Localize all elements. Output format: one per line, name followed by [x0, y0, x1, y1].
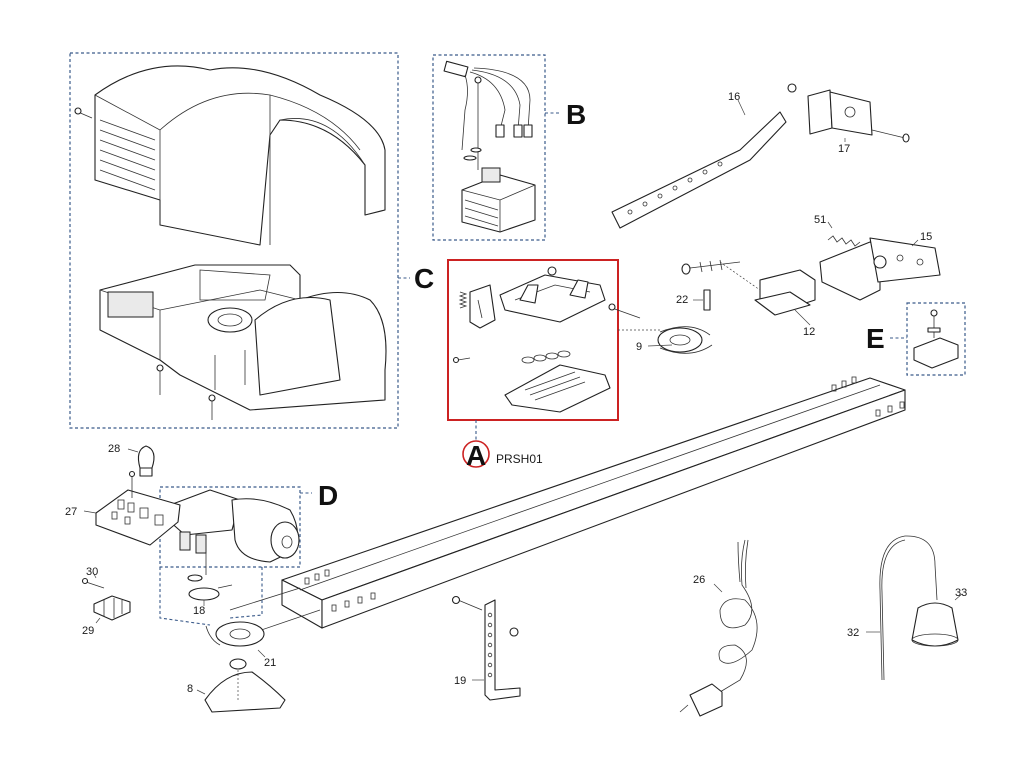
label-26: 26 — [693, 574, 705, 586]
header-bracket-assembly: 51 15 — [814, 214, 941, 301]
group-a-carriage: A PRSH01 — [447, 259, 660, 471]
label-51: 51 — [814, 214, 826, 226]
group-c-box — [69, 52, 399, 429]
label-12: 12 — [803, 326, 815, 338]
group-e-box — [906, 302, 966, 376]
pulley-assembly: 9 22 12 — [636, 259, 816, 354]
callout-a: A — [466, 440, 486, 471]
drive-sprocket: 21 8 — [187, 621, 286, 713]
label-30: 30 — [86, 566, 98, 578]
label-28: 28 — [108, 443, 120, 455]
label-8: 8 — [187, 683, 193, 695]
group-e-clamp: E — [866, 302, 966, 376]
label-22: 22 — [676, 294, 688, 306]
label-19: 19 — [454, 675, 466, 687]
kit-code: PRSH01 — [496, 452, 543, 466]
hanging-bracket: 19 — [451, 595, 521, 701]
label-21: 21 — [264, 657, 276, 669]
group-d-motor: D 18 — [159, 480, 338, 626]
group-b-box — [432, 54, 546, 241]
label-33: 33 — [955, 587, 967, 599]
emergency-release: 33 32 — [847, 535, 967, 681]
control-board: 27 28 30 29 — [65, 443, 181, 637]
label-32: 32 — [847, 627, 859, 639]
callout-c: C — [414, 263, 434, 294]
label-29: 29 — [82, 625, 94, 637]
label-17: 17 — [838, 143, 850, 155]
callout-d: D — [318, 480, 338, 511]
label-9: 9 — [636, 341, 642, 353]
label-16: 16 — [728, 91, 740, 103]
highlight-box — [447, 259, 619, 421]
rail — [229, 376, 906, 641]
group-b-transformer: B — [432, 54, 586, 241]
group-c-housing: C — [69, 52, 434, 429]
label-15: 15 — [920, 231, 932, 243]
door-arm-assembly: 16 17 — [611, 83, 910, 229]
label-27: 27 — [65, 506, 77, 518]
power-cord: 26 — [679, 539, 758, 717]
label-18: 18 — [193, 605, 205, 617]
callout-e: E — [866, 323, 885, 354]
callout-b: B — [566, 99, 586, 130]
